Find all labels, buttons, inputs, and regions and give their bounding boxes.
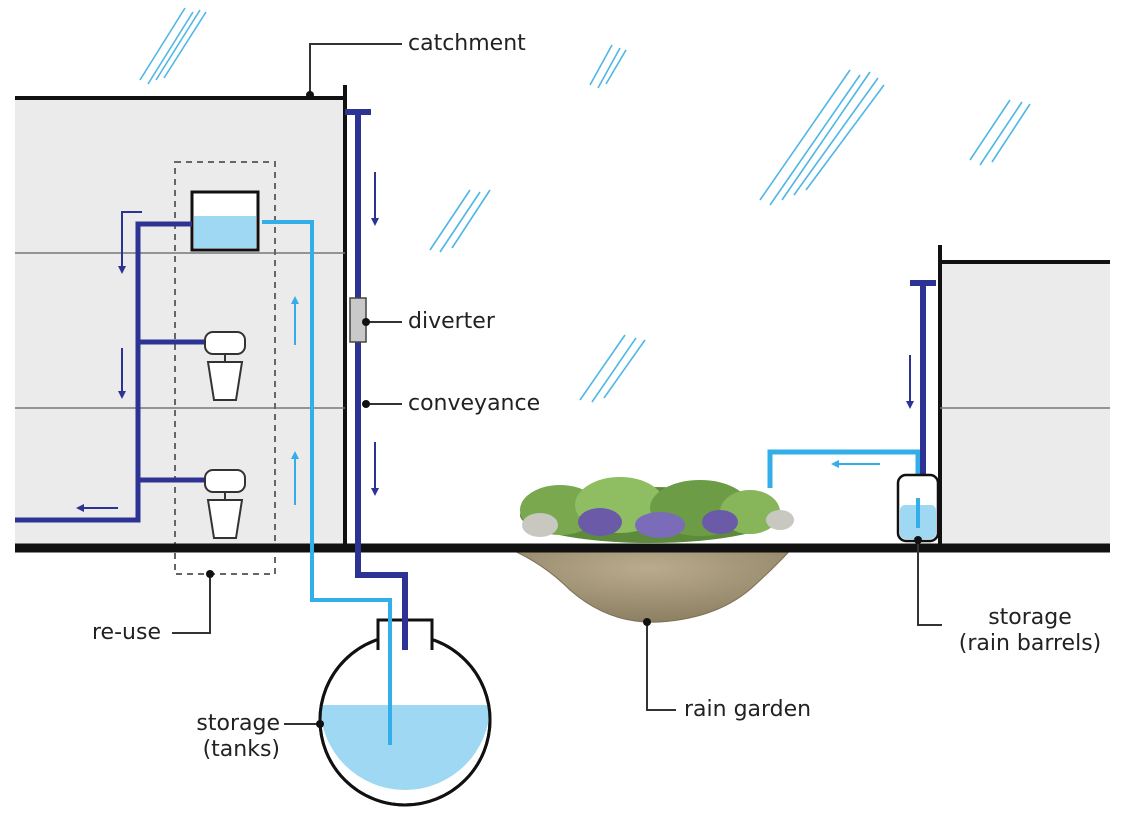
leader-dots <box>206 91 922 728</box>
label-reuse: re-use <box>92 620 161 645</box>
distribution-pipes <box>15 221 205 523</box>
rain-icon <box>139 7 1031 403</box>
rain-barrel <box>767 280 940 543</box>
rain-streaks-5 <box>969 99 1031 166</box>
rain-streaks-6 <box>579 334 646 403</box>
rain-streaks-1 <box>139 7 207 85</box>
flow-arrows-light <box>291 296 880 505</box>
downpipe <box>345 109 408 650</box>
header-tank <box>190 190 260 252</box>
reuse-box <box>174 161 276 575</box>
label-conveyance: conveyance <box>408 391 541 416</box>
rain-garden <box>499 544 797 623</box>
supply-pipe <box>262 220 392 745</box>
rain-streaks-3 <box>759 69 885 206</box>
label-diverter: diverter <box>408 309 495 334</box>
toilet-upper <box>204 331 246 401</box>
label-storage-barrels: storage (rain barrels) <box>950 605 1110 657</box>
rain-streaks-2 <box>589 44 627 89</box>
leader-lines <box>172 43 942 725</box>
toilet-icon <box>204 331 246 539</box>
storage-tank <box>318 618 492 807</box>
label-catchment: catchment <box>408 31 526 56</box>
right-building <box>938 245 1110 545</box>
rain-streaks-4 <box>429 189 491 253</box>
label-storage-tanks-line1: storage <box>196 711 280 736</box>
label-storage-barrels-line1: storage <box>988 605 1072 630</box>
left-building <box>15 85 347 545</box>
plant-icon <box>520 477 794 543</box>
label-storage-tanks-line2: (tanks) <box>202 737 280 762</box>
flow-arrows-dark <box>76 172 914 512</box>
label-storage-tanks: storage (tanks) <box>190 711 280 763</box>
label-storage-barrels-line2: (rain barrels) <box>958 631 1102 656</box>
label-rain-garden: rain garden <box>684 697 812 722</box>
toilet-lower <box>204 469 246 539</box>
